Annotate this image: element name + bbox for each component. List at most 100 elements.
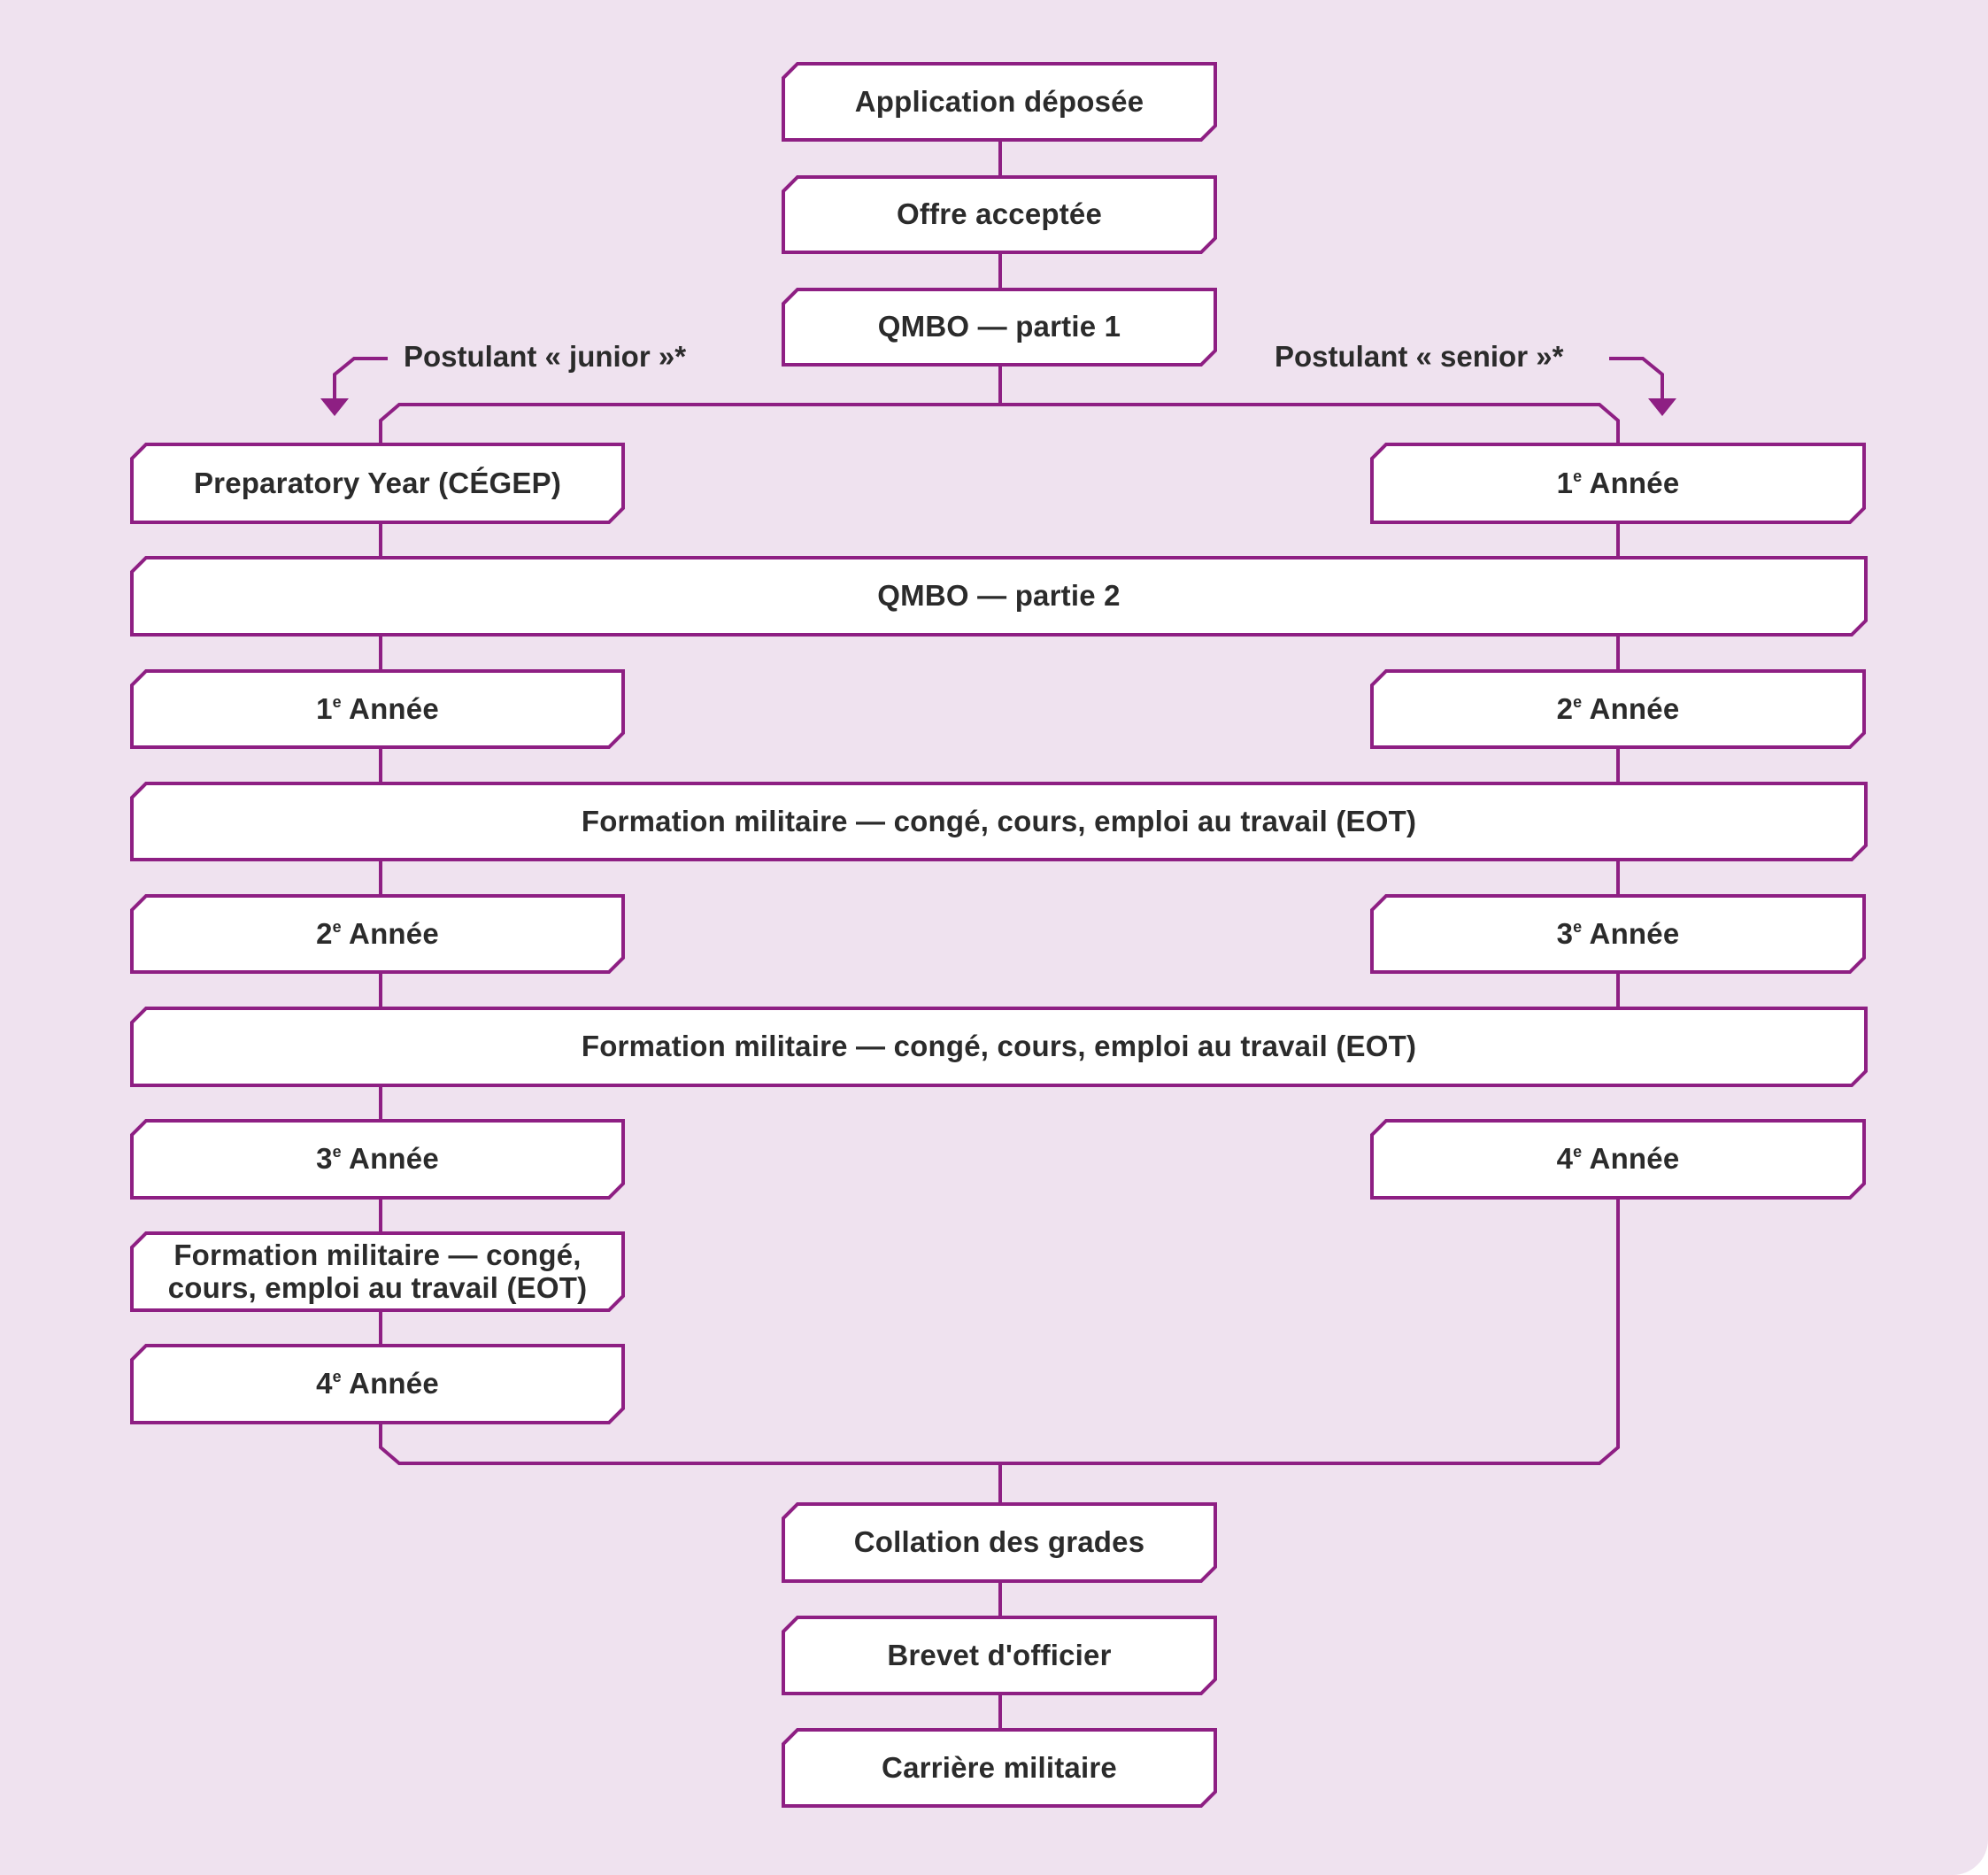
year-number: 4: [1556, 1142, 1574, 1176]
year-word: Année: [1589, 466, 1680, 499]
box-frame: [1370, 669, 1866, 749]
year-suffix: e: [332, 692, 342, 711]
year-suffix: e: [1573, 1143, 1583, 1161]
year-suffix: e: [332, 1368, 342, 1386]
box-outline: [1370, 894, 1866, 974]
qmbo-part2-box: QMBO — partie 2: [130, 556, 1868, 637]
box-frame: [1370, 443, 1866, 524]
year-suffix: e: [332, 1143, 342, 1161]
senior-year4-box: 4e Année: [1370, 1119, 1866, 1200]
box-label: 3e Année: [1556, 916, 1680, 951]
junior-arrow-line: [333, 357, 388, 400]
box-outline: [130, 1231, 625, 1312]
senior-arrowhead: [1648, 398, 1676, 416]
box-label: Carrière militaire: [882, 1750, 1117, 1784]
junior-year2-box: 2e Année: [130, 894, 625, 974]
year-number: 1: [316, 691, 333, 725]
senior-year1-box: 1e Année: [1370, 443, 1866, 524]
box-frame: [130, 556, 1868, 637]
year-suffix: e: [1573, 917, 1583, 936]
box-frame: [130, 1119, 625, 1200]
box-outline: [1370, 1119, 1866, 1200]
box-frame: [130, 1007, 1868, 1087]
junior-military-training-box: Formation militaire — congé, cours, empl…: [130, 1231, 625, 1312]
box-outline: [782, 1502, 1217, 1583]
box-outline: [782, 62, 1217, 142]
box-frame: [130, 894, 625, 974]
box-frame: [1370, 1119, 1866, 1200]
year-word: Année: [1589, 1142, 1680, 1176]
box-outline: [782, 1728, 1217, 1808]
year-number: 3: [316, 1142, 333, 1176]
box-label: 2e Année: [1556, 691, 1680, 726]
box-outline: [130, 894, 625, 974]
junior-applicant-label: Postulant « junior »*: [404, 340, 687, 373]
junior-year4-box: 4e Année: [130, 1344, 625, 1424]
year-word: Année: [349, 1142, 439, 1176]
military-training-box-2: Formation militaire — congé, cours, empl…: [130, 1007, 1868, 1087]
military-career-box: Carrière militaire: [782, 1728, 1217, 1808]
box-label: QMBO — partie 1: [877, 310, 1121, 343]
junior-year1-box: 1e Année: [130, 669, 625, 749]
box-label: 1e Année: [316, 691, 439, 726]
year-suffix: e: [1573, 467, 1583, 485]
year-number: 2: [316, 916, 333, 950]
application-submitted-box: Application déposée: [782, 62, 1217, 142]
year-suffix: e: [1573, 692, 1583, 711]
senior-applicant-label: Postulant « senior »*: [1275, 340, 1564, 373]
senior-year3-box: 3e Année: [1370, 894, 1866, 974]
box-outline: [130, 1007, 1868, 1087]
junior-arrowhead: [320, 398, 349, 416]
box-label: Application déposée: [854, 84, 1144, 118]
year-number: 4: [316, 1367, 333, 1400]
box-label: 3e Année: [316, 1142, 439, 1176]
connectors: [333, 142, 1664, 1728]
box-frame: [782, 62, 1217, 142]
box-frame: [782, 1728, 1217, 1808]
military-training-box-1: Formation militaire — congé, cours, empl…: [130, 782, 1868, 861]
preparatory-year-box: Preparatory Year (CÉGEP): [130, 443, 625, 524]
box-frame: [782, 1502, 1217, 1583]
year-word: Année: [1589, 916, 1680, 950]
box-outline: [1370, 669, 1866, 749]
box-label: 4e Année: [1556, 1142, 1680, 1176]
box-label: 4e Année: [316, 1367, 439, 1400]
senior-year2-box: 2e Année: [1370, 669, 1866, 749]
box-outline: [782, 1616, 1217, 1695]
box-frame: [130, 782, 1868, 861]
box-outline: [782, 288, 1217, 367]
year-suffix: e: [332, 917, 342, 936]
box-frame: [130, 443, 625, 524]
box-frame: [1370, 894, 1866, 974]
year-word: Année: [349, 691, 439, 725]
box-outline: [130, 556, 1868, 637]
box-label: Formation militaire — congé, cours, empl…: [167, 1238, 588, 1304]
box-label: Preparatory Year (CÉGEP): [193, 466, 562, 499]
year-number: 2: [1556, 691, 1574, 725]
box-label: QMBO — partie 2: [877, 579, 1121, 613]
box-outline: [130, 1344, 625, 1424]
box-outline: [130, 1119, 625, 1200]
qmbo-part1-box: QMBO — partie 1: [782, 288, 1217, 367]
box-frame: [782, 1616, 1217, 1695]
convocation-box: Collation des grades: [782, 1502, 1217, 1583]
box-outline: [782, 175, 1217, 254]
box-label: Brevet d'officier: [887, 1638, 1112, 1671]
box-label: 2e Année: [316, 916, 439, 951]
year-number: 3: [1556, 916, 1574, 950]
box-frame: [130, 1344, 625, 1424]
junior-year3-box: 3e Année: [130, 1119, 625, 1200]
box-frame: [130, 1231, 625, 1312]
box-frame: [782, 175, 1217, 254]
split-connector: [379, 403, 1620, 443]
box-label: 1e Année: [1557, 467, 1680, 500]
offer-accepted-box: Offre acceptée: [782, 175, 1217, 254]
year-word: Année: [1589, 691, 1680, 725]
year-word: Année: [349, 916, 439, 950]
box-label: Offre acceptée: [896, 197, 1103, 231]
box-frame: [130, 669, 625, 749]
commission-box: Brevet d'officier: [782, 1616, 1217, 1695]
box-label: Formation militaire — congé, cours, empl…: [581, 1030, 1417, 1063]
